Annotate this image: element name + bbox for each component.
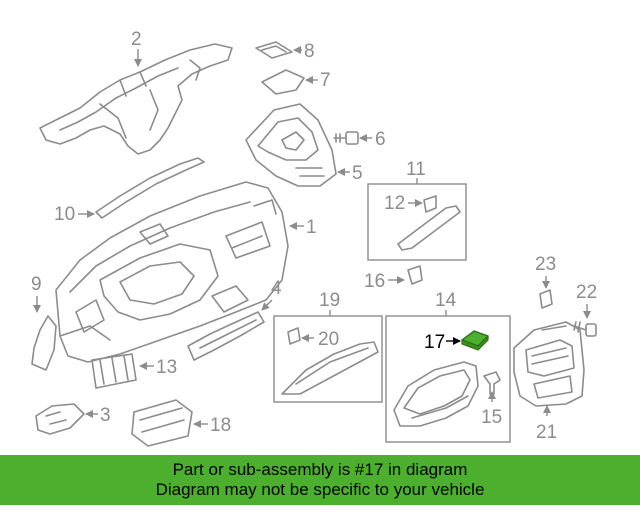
part-8 (255, 41, 293, 59)
svg-text:12: 12 (384, 193, 405, 214)
part-5-center-bezel (245, 103, 337, 187)
svg-text:9: 9 (31, 274, 42, 295)
part-7 (261, 69, 305, 95)
part-17-highlighted (461, 330, 489, 351)
svg-text:8: 8 (304, 41, 315, 62)
callout-1: 1 (289, 217, 317, 238)
callout-8: 8 (293, 41, 315, 62)
svg-text:20: 20 (318, 329, 339, 350)
part-18-duct (131, 399, 193, 447)
callout-18: 18 (193, 415, 231, 436)
svg-text:6: 6 (375, 129, 386, 150)
svg-text:16: 16 (364, 271, 385, 292)
svg-text:22: 22 (576, 282, 597, 303)
callout-21: 21 (536, 405, 557, 443)
callout-16: 16 (364, 271, 405, 292)
part-23 (539, 289, 553, 309)
part-13 (91, 353, 137, 389)
callout-14: 14 (435, 290, 457, 311)
svg-text:5: 5 (352, 163, 363, 184)
svg-text:10: 10 (54, 204, 75, 225)
part-6-screw (333, 131, 359, 145)
callout-22: 22 (576, 282, 597, 319)
callout-23: 23 (535, 254, 556, 289)
svg-text:3: 3 (100, 405, 111, 426)
box-19 (273, 310, 383, 403)
svg-text:15: 15 (481, 407, 502, 428)
part-22-screw (573, 321, 597, 337)
part-1-instrument-panel (55, 181, 289, 363)
part-info-banner: Part or sub-assembly is #17 in diagram D… (0, 455, 640, 505)
callout-17: 17 (424, 332, 461, 353)
callout-12: 12 (384, 193, 423, 214)
svg-text:23: 23 (535, 254, 556, 275)
banner-line-2: Diagram may not be specific to your vehi… (155, 480, 485, 499)
svg-text:1: 1 (306, 217, 317, 238)
callout-20: 20 (301, 329, 339, 350)
banner-line-1: Part or sub-assembly is #17 in diagram (172, 460, 468, 479)
part-14-glove-box (393, 361, 479, 427)
svg-text:18: 18 (210, 415, 231, 436)
part-4-lower-trim (187, 311, 265, 361)
box-14 (385, 310, 511, 443)
part-16 (407, 265, 423, 285)
svg-text:21: 21 (536, 422, 557, 443)
callout-4: 4 (261, 278, 282, 311)
part-20 (281, 327, 379, 395)
svg-text:14: 14 (435, 290, 457, 311)
svg-text:11: 11 (406, 159, 426, 180)
part-12 (397, 195, 461, 251)
parts-diagram: 2 8 7 6 5 10 (31, 29, 597, 447)
box-11 (367, 178, 467, 261)
callout-2: 2 (131, 29, 142, 67)
svg-text:2: 2 (131, 29, 142, 50)
svg-text:13: 13 (156, 357, 177, 378)
part-21-vent-panel (513, 321, 585, 407)
svg-text:19: 19 (319, 290, 340, 311)
callout-10: 10 (54, 204, 95, 225)
svg-text:17: 17 (424, 332, 445, 353)
callout-6: 6 (359, 129, 386, 150)
part-15 (483, 371, 501, 395)
callout-5: 5 (337, 163, 363, 184)
callout-11: 11 (406, 159, 426, 180)
svg-text:7: 7 (320, 70, 331, 91)
callout-15: 15 (481, 391, 502, 428)
part-3-bracket (35, 403, 85, 435)
callout-19: 19 (319, 290, 340, 311)
callout-9: 9 (31, 274, 42, 313)
part-9-end-cap (31, 315, 57, 371)
callout-7: 7 (305, 70, 331, 91)
svg-text:4: 4 (271, 278, 282, 299)
part-10-defroster-strip (95, 157, 205, 219)
callout-3: 3 (85, 405, 111, 426)
part-2-crosscar-beam (39, 43, 233, 155)
callout-13: 13 (139, 357, 177, 378)
